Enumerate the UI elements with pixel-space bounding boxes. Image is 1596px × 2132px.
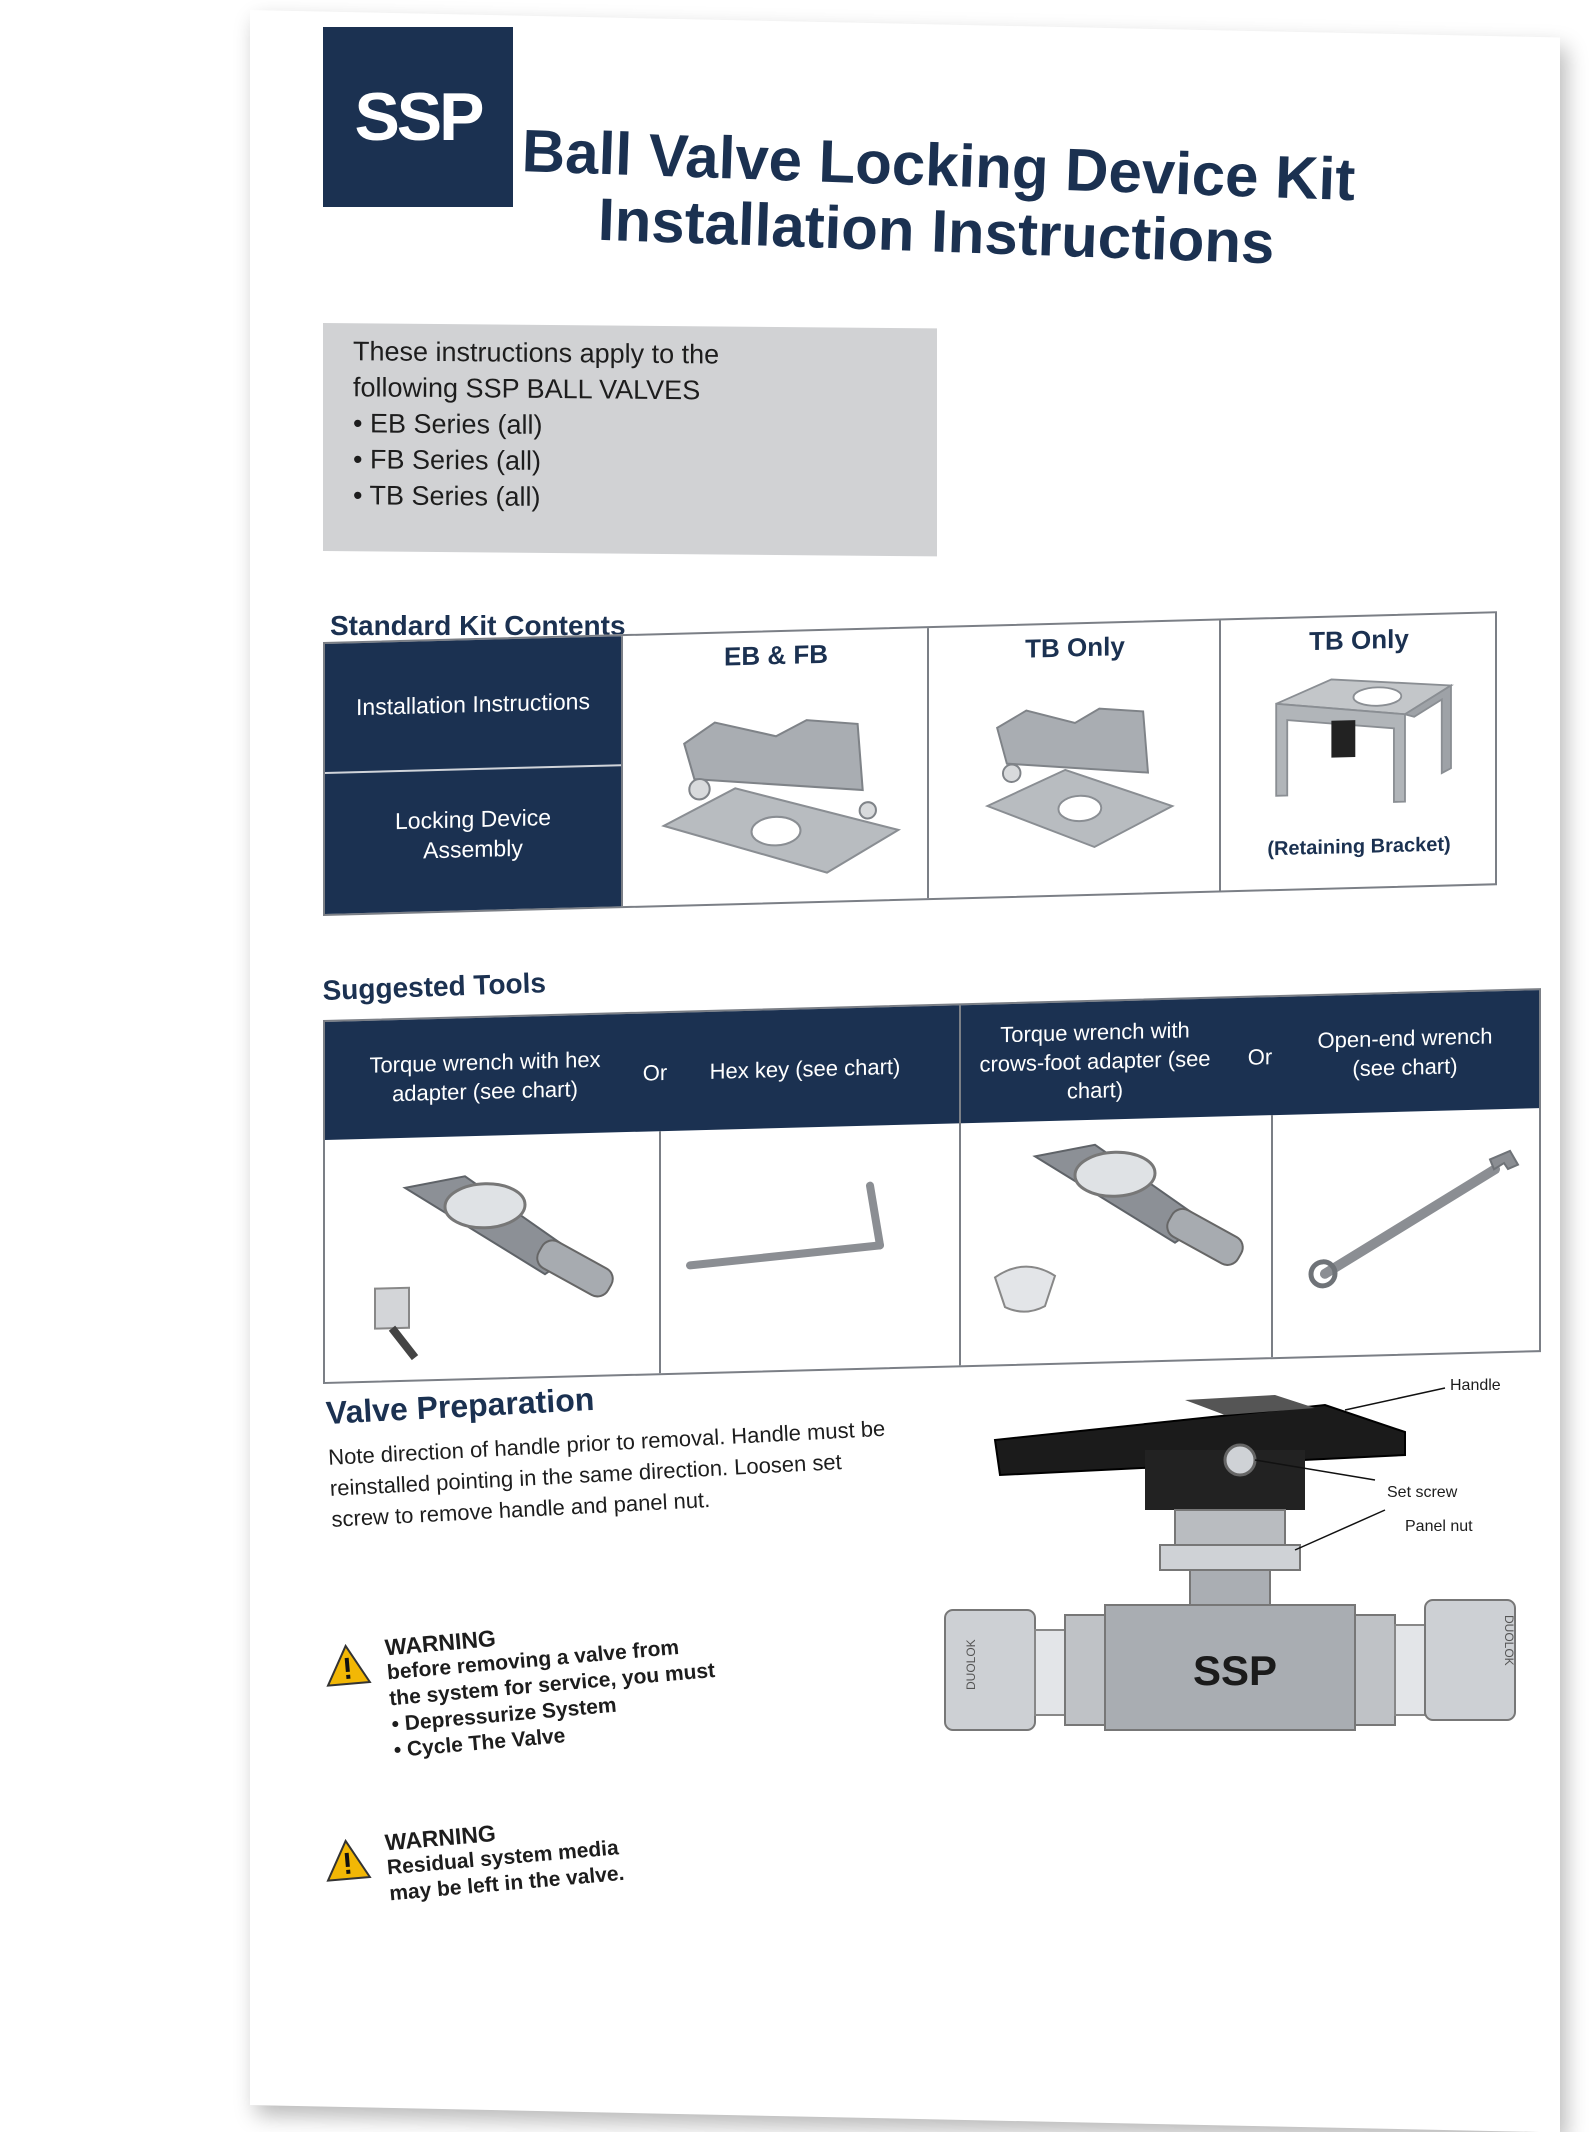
open-end-wrench-image: [1308, 1149, 1520, 1289]
tool-header-or: Or: [1247, 1043, 1273, 1070]
valve-body-logo: SSP: [1193, 1647, 1277, 1694]
applies-item: • TB Series (all): [353, 480, 541, 512]
tool-header-or: Or: [642, 1059, 668, 1086]
kit-column-title: EB & FB: [724, 638, 828, 672]
kit-column-eb-fb: EB & FB: [621, 628, 929, 907]
torque-wrench-crowsfoot-image: [993, 1143, 1244, 1313]
locking-device-tb-image: [984, 707, 1175, 849]
kit-column-title: TB Only: [1309, 623, 1409, 657]
torque-wrench-hex-image: [374, 1175, 614, 1361]
warning-icon: [326, 1838, 372, 1882]
kit-column-tb: TB Only: [927, 620, 1221, 899]
applies-item: • EB Series (all): [353, 408, 543, 440]
fitting-brand-right: DUOLOK: [1502, 1615, 1516, 1666]
tools-cell-divider: [1271, 1115, 1273, 1358]
kit-column-tb-bracket: TB Only (Retaining Bracket): [1219, 613, 1497, 891]
tool-header-torque-hex: Torque wrench with hex adapter (see char…: [369, 1046, 601, 1107]
kit-contents-table: Installation Instructions Locking Device…: [323, 611, 1497, 916]
tools-image-row: [325, 1108, 1539, 1382]
fitting-brand-left: DUOLOK: [964, 1639, 978, 1690]
tools-table: Torque wrench with hex adapter (see char…: [323, 988, 1541, 1384]
callout-set-screw: Set screw: [1387, 1484, 1458, 1501]
callout-handle: Handle: [1450, 1377, 1501, 1394]
applies-to-box: These instructions apply to the followin…: [323, 323, 937, 557]
callout-panel-nut: Panel nut: [1405, 1518, 1473, 1535]
applies-line-1: These instructions apply to the: [353, 336, 720, 370]
locking-device-image: [661, 719, 902, 874]
warning-depressurize: WARNING before removing a valve from the…: [322, 1595, 840, 1762]
warning-icon: [326, 1643, 372, 1687]
applies-item: • FB Series (all): [353, 444, 541, 476]
hex-key-image: [686, 1181, 884, 1270]
kit-column-subtitle: (Retaining Bracket): [1267, 833, 1451, 861]
ssp-logo: SSP: [323, 27, 513, 207]
valve-preparation-section: Valve Preparation Note direction of hand…: [325, 1366, 892, 1535]
applies-line-2: following SSP BALL VALVES: [353, 372, 701, 406]
kit-row-locking-device: Locking Device Assembly: [395, 804, 551, 864]
kit-row-instructions: Installation Instructions: [356, 688, 590, 721]
retaining-bracket-image: [1275, 678, 1454, 803]
tool-header-torque-crowsfoot: Torque wrench with crows-foot adapter (s…: [979, 1016, 1211, 1104]
warning-residual-media: WARNING Residual system media may be lef…: [322, 1790, 840, 1905]
ball-valve-illustration: SSP DUOLOK DUOLOK: [944, 1387, 1516, 1731]
tool-header-hex-key: Hex key (see chart): [709, 1053, 901, 1084]
kit-column-title: TB Only: [1025, 631, 1125, 664]
kit-left-column: Installation Instructions Locking Device…: [325, 636, 621, 914]
tool-header-open-end: Open-end wrench (see chart): [1317, 1023, 1493, 1082]
tools-cell-divider: [659, 1131, 661, 1374]
